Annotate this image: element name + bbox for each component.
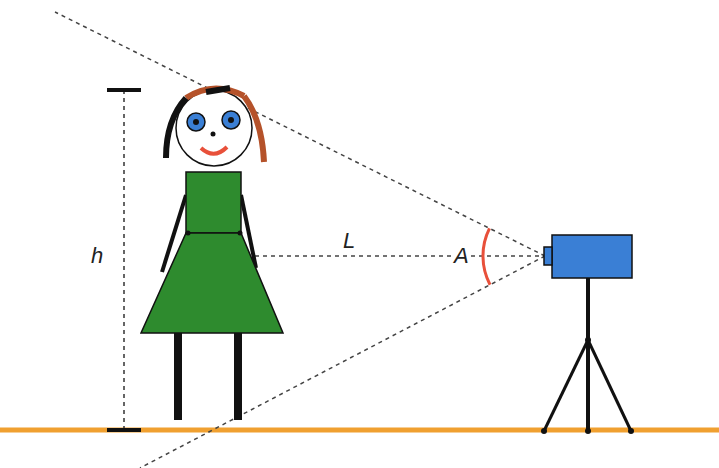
tripod-joint bbox=[585, 337, 591, 343]
dimension-cap bbox=[107, 428, 141, 432]
dress-top bbox=[186, 172, 241, 233]
pupil bbox=[228, 117, 234, 123]
height-dimension-line bbox=[123, 90, 125, 430]
camera-lens bbox=[544, 247, 552, 265]
view-line-upper bbox=[55, 12, 545, 256]
dress-dot bbox=[238, 231, 243, 236]
distance-label: L bbox=[341, 229, 357, 253]
nose bbox=[211, 132, 216, 137]
dimension-cap bbox=[107, 88, 141, 92]
camera-body bbox=[552, 235, 632, 278]
tripod-post bbox=[586, 278, 590, 430]
tripod-foot bbox=[585, 428, 591, 434]
tripod-foot bbox=[628, 428, 634, 434]
hair bbox=[166, 98, 186, 158]
hair bbox=[244, 96, 264, 162]
mouth bbox=[201, 147, 227, 154]
angle-label: A bbox=[452, 244, 471, 268]
tripod-leg bbox=[588, 340, 631, 431]
height-label: h bbox=[89, 244, 105, 268]
eye bbox=[187, 113, 205, 131]
pupil bbox=[193, 119, 199, 125]
dress-dot bbox=[186, 231, 191, 236]
distance-line bbox=[215, 255, 545, 257]
head bbox=[176, 90, 252, 166]
leg bbox=[234, 330, 242, 420]
angle-arc bbox=[483, 228, 490, 284]
tripod-foot bbox=[541, 428, 547, 434]
dress-skirt bbox=[141, 233, 283, 333]
leg bbox=[174, 330, 182, 420]
hair bbox=[186, 88, 244, 98]
hair bbox=[206, 88, 230, 92]
eye bbox=[222, 111, 240, 129]
ground-line bbox=[0, 428, 719, 433]
tripod-leg bbox=[544, 340, 588, 431]
